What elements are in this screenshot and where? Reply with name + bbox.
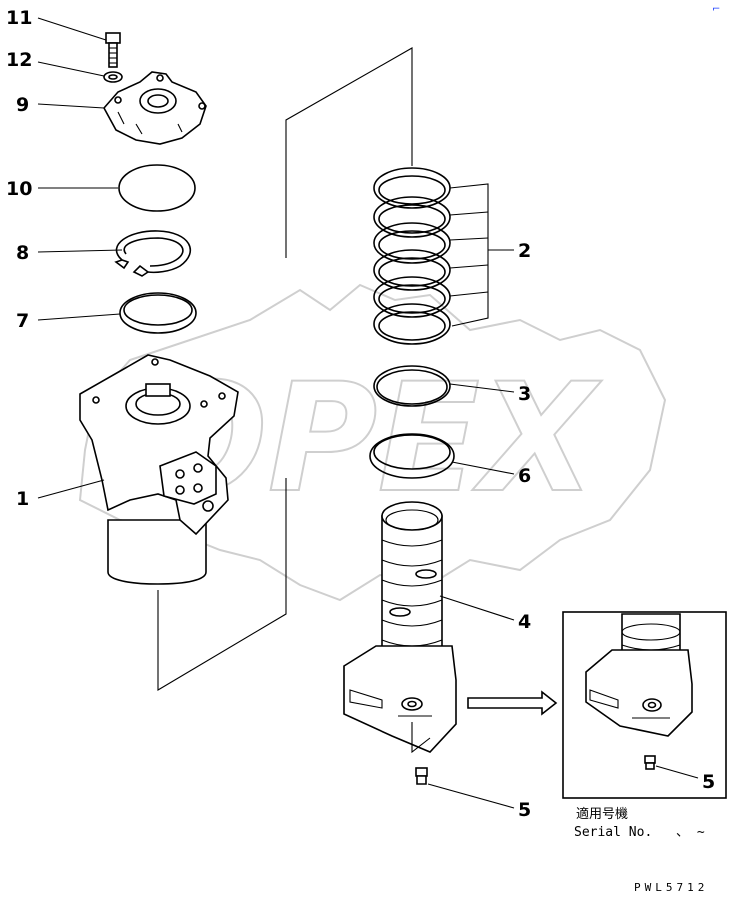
assembly-lines bbox=[157, 47, 413, 691]
plug-part-5 bbox=[415, 767, 428, 785]
seal-part-6 bbox=[369, 433, 455, 479]
callout-5-main: 5 bbox=[518, 799, 531, 821]
callout-9: 9 bbox=[16, 94, 29, 116]
callout-3: 3 bbox=[518, 383, 531, 405]
cover-part-9 bbox=[103, 71, 207, 145]
callout-5-inset: 5 bbox=[702, 771, 715, 793]
callout-7: 7 bbox=[16, 310, 29, 332]
arrow-to-inset bbox=[467, 690, 558, 716]
drawing-code: PWL5712 bbox=[634, 881, 708, 894]
callout-1: 1 bbox=[16, 488, 29, 510]
shaft-part-4 bbox=[343, 501, 457, 754]
o-ring-part-10 bbox=[118, 164, 196, 212]
housing-part-1 bbox=[79, 354, 239, 585]
washer-part-12 bbox=[103, 71, 123, 83]
callout-10: 10 bbox=[6, 178, 32, 200]
corner-mark: ⌐ bbox=[712, 4, 720, 15]
leader-lines bbox=[37, 17, 699, 809]
seal-part-7 bbox=[119, 292, 197, 334]
callout-12: 12 bbox=[6, 49, 32, 71]
serial-number-range: 、 ~ bbox=[676, 825, 705, 840]
callout-6: 6 bbox=[518, 465, 531, 487]
o-ring-part-3 bbox=[373, 365, 451, 407]
snap-ring-part-8 bbox=[114, 230, 192, 277]
callout-11: 11 bbox=[6, 7, 32, 29]
callout-8: 8 bbox=[16, 242, 29, 264]
bolt-part-11 bbox=[105, 32, 121, 68]
callout-2: 2 bbox=[518, 240, 531, 262]
seal-rings-part-2 bbox=[373, 167, 451, 345]
serial-number-label: Serial No. bbox=[574, 825, 652, 840]
applicable-models-label: 適用号機 bbox=[576, 806, 628, 822]
inset-detail bbox=[562, 611, 727, 799]
callout-4: 4 bbox=[518, 611, 531, 633]
